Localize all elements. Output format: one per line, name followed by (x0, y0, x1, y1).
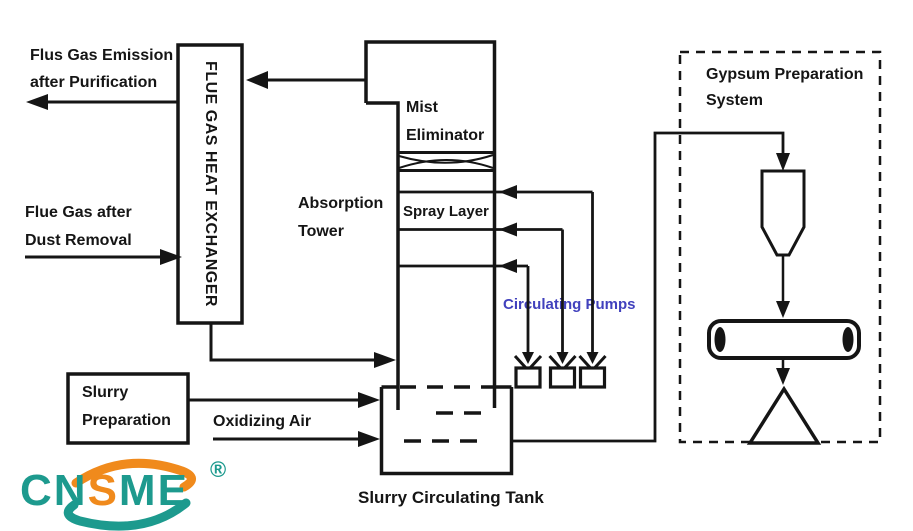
pump-symbol-2 (548, 352, 577, 389)
label-flue-gas-line1: Flue Gas after (25, 204, 132, 221)
logo-swoosh-orange (71, 458, 196, 492)
label-slurry-prep-line1: Slurry (82, 384, 129, 401)
registered-mark: ® (210, 457, 227, 482)
logo-text: CNSME (20, 466, 189, 515)
mist-eliminator-pads (398, 151, 494, 172)
arrow-emission-out (26, 94, 178, 110)
gypsum-system-boundary (678, 50, 882, 444)
label-absorption-line2: Tower (298, 223, 344, 240)
label-gypsum-line1: Gypsum Preparation (706, 66, 864, 83)
logo-swoosh (63, 458, 196, 531)
label-absorption-line1: Absorption (298, 195, 384, 212)
pump-symbol-1 (513, 352, 543, 389)
slurry-tank-outline (379, 385, 514, 476)
arrow-hopper-to-drum (776, 255, 790, 318)
cnsme-logo: CNSME ® (14, 455, 244, 531)
label-slurry-prep-line2: Preparation (82, 412, 171, 429)
circulating-pump-symbols (513, 352, 607, 389)
label-flue-gas-line2: Dust Removal (25, 232, 132, 249)
label-oxidizing-air: Oxidizing Air (213, 413, 312, 430)
arrow-oxidizing-air (213, 431, 380, 447)
arrow-tower-to-hx (246, 71, 365, 89)
label-spray-layer: Spray Layer (403, 203, 489, 220)
dewatering-cylinder (707, 319, 861, 360)
arrow-flue-gas-in (25, 249, 182, 265)
line-tank-to-gypsum (511, 131, 790, 443)
arrow-slurry-to-tank (188, 392, 380, 408)
label-circulating-pumps: Circulating Pumps (503, 296, 636, 313)
logo-swoosh-teal (63, 498, 191, 531)
gypsum-hopper (760, 169, 806, 257)
tank-liquid-level (404, 411, 484, 443)
label-heat-exchanger: FLUE GAS HEAT EXCHANGER (202, 61, 220, 307)
label-mist-line2: Eliminator (406, 127, 485, 144)
arrow-hx-to-tower (209, 323, 396, 368)
label-emission-line1: Flus Gas Emission (30, 47, 174, 64)
label-slurry-tank: Slurry Circulating Tank (358, 488, 544, 507)
arrow-drum-to-pile (776, 358, 790, 385)
label-mist-line1: Mist (406, 99, 438, 116)
pump-symbol-3 (578, 352, 607, 389)
label-gypsum-line2: System (706, 92, 763, 109)
absorption-tower-outline (364, 40, 497, 410)
label-emission-line2: after Purification (30, 74, 158, 91)
gypsum-pile (746, 385, 822, 445)
